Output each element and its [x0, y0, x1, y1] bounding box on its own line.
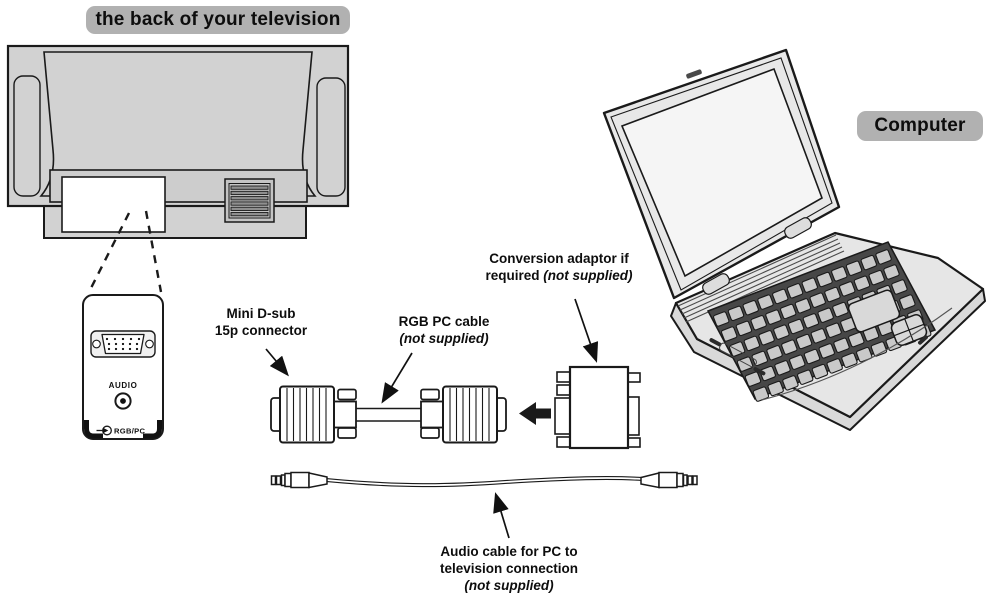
- lid-hinges: [702, 217, 812, 295]
- audio-jack-icon: [114, 392, 132, 410]
- palmrest-line: [761, 307, 953, 401]
- rgb-cable-arrow: [381, 352, 413, 404]
- tv-terminal-panel: [61, 176, 166, 233]
- rgb-cable-label: RGB PC cable (not supplied): [398, 314, 490, 346]
- conversion-adaptor-icon: [554, 365, 641, 450]
- rgbpc-input-icon: [96, 425, 112, 436]
- pc-card-slot: [719, 342, 757, 368]
- rgb-pc-cable-icon: [270, 385, 507, 444]
- tv-vent-grille: [224, 178, 275, 223]
- touchpad: [847, 289, 928, 346]
- laptop-lid-bezel: [610, 57, 833, 291]
- laptop-side-slots: [709, 335, 928, 376]
- laptop-screen: [620, 67, 823, 278]
- io-panel-plate: [82, 294, 164, 440]
- adaptor-label: Conversion adaptor if required (not supp…: [485, 251, 633, 283]
- audio-cable-arrow: [493, 492, 510, 539]
- panel-corner-marks: [84, 420, 162, 439]
- audio-cable-label: Audio cable for PC to television connect…: [439, 544, 579, 593]
- adaptor-arrow: [574, 298, 599, 363]
- tv-back-illustration: [6, 44, 350, 239]
- insert-direction-arrow: [519, 402, 551, 425]
- audio-cable-icon: [270, 471, 698, 489]
- tv-location-badge: the back of your television: [86, 6, 350, 34]
- tv-left-side-panel: [13, 75, 41, 197]
- vga-connector-icon: [90, 330, 156, 358]
- mini-dsub-arrow: [265, 348, 289, 377]
- lid-latch: [686, 69, 702, 79]
- mini-dsub-label: Mini D-sub 15p connector: [214, 306, 308, 338]
- audio-port-label: AUDIO: [109, 381, 138, 390]
- rgbpc-port-label: RGB/PC: [114, 427, 146, 436]
- tv-io-panel-zoom: AUDIO RGB/PC: [82, 294, 164, 440]
- tv-right-side-panel: [316, 77, 346, 197]
- laptop-illustration: [602, 48, 986, 431]
- computer-badge: Computer: [857, 111, 983, 141]
- tv-crt-hump: [39, 51, 317, 197]
